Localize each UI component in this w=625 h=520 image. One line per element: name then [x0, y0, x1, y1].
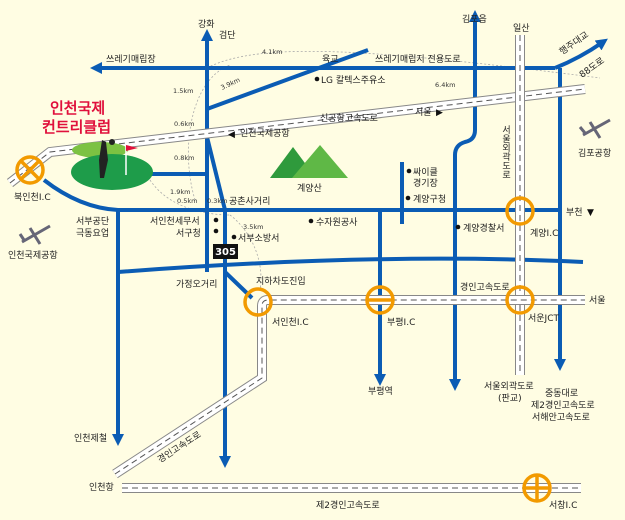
label-gyeongin-expressway: 경인고속도로	[460, 281, 510, 293]
label-gimpo-airport: 김포공항	[578, 147, 611, 159]
seoincheon-ic-icon	[243, 287, 273, 317]
label-geomdan: 검단	[219, 29, 236, 41]
interchange-icons	[15, 155, 552, 503]
arrow-left-icon: ◀	[228, 130, 235, 140]
label-incheon-airport: 인천국제공항	[8, 250, 58, 261]
map-label: 1.9km	[170, 188, 190, 196]
poi-dots	[213, 76, 461, 240]
new-airport-expressway	[6, 84, 586, 187]
arrow-right-icon: ▶	[436, 108, 443, 118]
roads	[42, 10, 608, 468]
golf-club-title-line2: 컨트리클럽	[42, 118, 111, 136]
label-cycle-stadium-1: 싸이클	[413, 167, 438, 178]
label-new-airport-expressway: 신공항고속도로	[320, 113, 378, 124]
label-jungdong-1: 중동대로	[545, 388, 578, 399]
label-lg-station: LG 칼텍스주유소	[321, 75, 386, 86]
label-seo-tax-office: 서인천세무서	[150, 216, 200, 227]
label-ilsan: 일산	[513, 23, 530, 34]
label-jungdong-3: 서해안고속도로	[532, 412, 590, 423]
map-label: 0.8km	[174, 154, 194, 162]
map-label: 0.5km	[177, 197, 197, 205]
map-label: 4.1km	[262, 48, 282, 56]
label-bukincheon-ic: 북인천I.C	[14, 192, 51, 203]
label-bucheon: 부천	[566, 207, 583, 218]
label-gyeyangsan: 계양산	[297, 182, 322, 194]
label-landfill-road: 쓰레기매립지 전용도로	[375, 54, 461, 65]
label-second-gyeongin: 제2경인고속도로	[316, 499, 380, 511]
map-label: 3.9km	[219, 76, 241, 92]
label-seogu-office: 서구청	[176, 228, 201, 239]
label-seoul-east: 서울	[589, 295, 606, 306]
label-outer-ring-pangyo-2: (판교)	[498, 393, 522, 404]
route-305-badge: 305	[213, 244, 238, 259]
airplane-icon	[578, 118, 611, 139]
label-bupyeong-ic: 부평I.C	[387, 317, 415, 328]
mountain-icon	[270, 145, 348, 178]
label-outer-ring-road: 서울외곽도로	[500, 125, 510, 179]
map-label: 3.5km	[243, 223, 263, 231]
label-cycle-stadium-2: 경기장	[413, 177, 438, 189]
golf-course-icon	[71, 139, 153, 190]
gyeongin-expressway	[112, 295, 585, 479]
arrow-down-icon: ▼	[587, 208, 594, 218]
label-gyeyang-ic: 계양I.C	[530, 227, 558, 239]
label-gyeyang-police: 계양경찰서	[463, 222, 504, 234]
label-seobu-industrial-1: 서부공단	[76, 216, 109, 227]
label-gimpo-eup: 김포읍	[462, 13, 487, 25]
bupyeong-ic-icon	[365, 285, 395, 315]
airplane-icon	[18, 224, 51, 245]
map-label: 0.6km	[174, 120, 194, 128]
label-bupyeong-station: 부평역	[368, 386, 393, 397]
map-label: 305	[215, 247, 236, 258]
map-label: 0.3km	[207, 197, 227, 205]
label-seobu-fire: 서부소방서	[238, 233, 279, 244]
label-seoun-jct: 서운JCT	[528, 313, 559, 324]
label-seobu-industrial-2: 극동요업	[76, 228, 109, 239]
label-incheon-steel: 인천제철	[74, 433, 107, 444]
label-gongchon: 공촌사거리	[229, 196, 270, 207]
label-seoul-arrow: 서울	[415, 107, 432, 118]
label-seoincheon-ic: 서인천I.C	[272, 317, 309, 328]
map-label: 1.5km	[173, 87, 193, 95]
distance-labels: 4.1km 3.9km 1.5km 6.4km 0.6km 0.8km 1.9k…	[170, 48, 455, 231]
seoun-jct-icon	[505, 285, 535, 315]
label-incheon-port: 인천항	[89, 482, 114, 493]
label-jungdong-2: 제2경인고속도로	[531, 399, 595, 411]
gyeyang-ic-icon	[505, 196, 535, 226]
label-airport-arrow: 인천국제공항	[240, 128, 290, 139]
golf-club-title-line1: 인천국제	[50, 99, 105, 117]
label-gajeong: 가정오거리	[176, 279, 217, 290]
seochang-ic-icon	[522, 473, 552, 503]
label-water-corp: 수자원공사	[316, 217, 358, 228]
label-underpass: 지하차도진입	[256, 275, 306, 287]
label-overpass: 육교	[322, 54, 339, 65]
bukincheon-ic-icon	[15, 155, 45, 185]
expressways	[6, 35, 586, 493]
label-gyeyang-office: 계양구청	[413, 193, 446, 205]
label-landfill: 쓰레기매립장	[106, 54, 156, 65]
label-outer-ring-pangyo-1: 서울외곽도로	[484, 380, 534, 392]
map-label: 6.4km	[435, 81, 455, 89]
label-seochang-ic: 서창I.C	[549, 500, 577, 511]
label-ganghwa: 강화	[198, 19, 215, 30]
